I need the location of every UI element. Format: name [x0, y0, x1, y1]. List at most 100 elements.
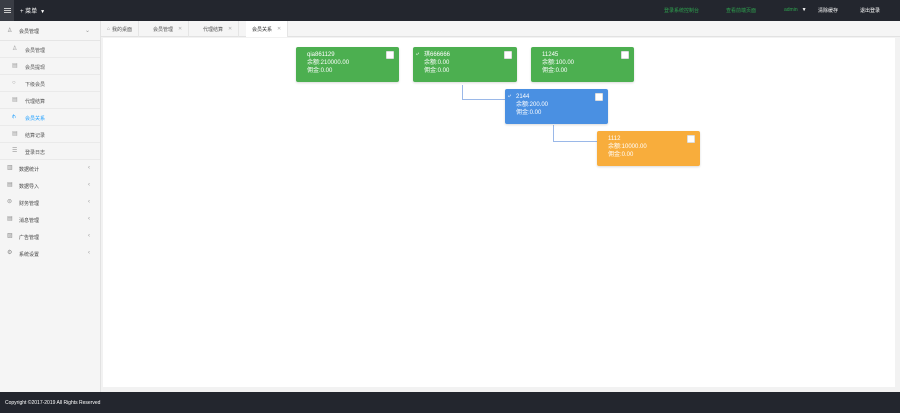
- sidebar-section-label: 数据导入: [19, 184, 40, 190]
- node-commission: 佣金:0.00: [608, 152, 634, 158]
- sidebar-item-label: 结算记录: [25, 133, 46, 139]
- tree-node[interactable]: ⤶ 琪666666 余额:0.00 佣金:0.00: [413, 47, 517, 82]
- tree-icon: ⫛: [12, 114, 16, 120]
- tab-label: 会员关系: [252, 26, 273, 33]
- tree-node[interactable]: qia861129 余额:210000.00 佣金:0.00: [296, 47, 399, 82]
- chevron-left-icon: ‹: [88, 182, 90, 188]
- money-icon: ⊜: [7, 199, 13, 205]
- node-checkbox[interactable]: [595, 93, 603, 101]
- chevron-left-icon: ‹: [88, 199, 90, 205]
- tree-node[interactable]: ⤶ 2144 余额:200.00 佣金:0.00: [505, 89, 608, 124]
- brand-menu[interactable]: + 菜单▼: [20, 6, 45, 15]
- doc-icon: ▤: [12, 63, 18, 69]
- tab-member-relations[interactable]: 会员关系 ✕: [246, 21, 289, 37]
- sidebar-section-label: 消息管理: [19, 218, 40, 224]
- doc-icon: ▤: [12, 131, 18, 137]
- user-name: admin: [784, 7, 798, 13]
- tab-label: 我的桌面: [112, 26, 133, 33]
- user-menu[interactable]: admin▼: [784, 7, 807, 13]
- close-icon[interactable]: ✕: [178, 26, 183, 32]
- user-icon: ♙: [12, 46, 18, 52]
- caret-down-icon: ▼: [40, 9, 46, 15]
- menu-toggle-icon[interactable]: [0, 0, 14, 21]
- tab-member-manage[interactable]: 会员管理 ✕: [147, 21, 190, 37]
- admin-console-link[interactable]: 登录系统控制台: [664, 8, 700, 14]
- node-balance: 余额:200.00: [516, 102, 549, 108]
- node-name: qia861129: [307, 52, 335, 58]
- tree-connector: [462, 85, 506, 100]
- node-checkbox[interactable]: [621, 51, 629, 59]
- sidebar-item-member-relations[interactable]: ⫛ 会员关系: [0, 109, 100, 126]
- collapse-icon[interactable]: ⤶: [416, 51, 419, 57]
- node-balance: 余额:10000.00: [608, 144, 647, 150]
- sidebar-section-label: 广告管理: [19, 235, 40, 241]
- sidebar-group-label: 会员管理: [19, 29, 40, 35]
- circle-icon: ○: [12, 80, 16, 86]
- sidebar-item-label: 会员管理: [25, 48, 46, 54]
- node-checkbox[interactable]: [504, 51, 512, 59]
- node-balance: 余额:0.00: [424, 60, 450, 66]
- sidebar-item-member-manage[interactable]: ♙ 会员管理: [0, 41, 100, 58]
- chevron-down-icon: ⌄: [84, 28, 90, 34]
- tab-label: 代理结算: [203, 26, 224, 33]
- tab-agent-settlement[interactable]: 代理结算 ✕: [197, 21, 240, 37]
- node-balance: 余额:100.00: [542, 60, 575, 66]
- sidebar-item-agent-settlement[interactable]: ▤ 代理结算: [0, 92, 100, 109]
- sidebar-item-login-log[interactable]: ☰ 登录日志: [0, 143, 100, 160]
- close-icon[interactable]: ✕: [277, 26, 282, 32]
- sidebar-item-settlement-records[interactable]: ▤ 结算记录: [0, 126, 100, 143]
- tree-node[interactable]: 11245 余额:100.00 佣金:0.00: [531, 47, 634, 82]
- sidebar-section-ads[interactable]: ▨ 广告管理 ‹: [0, 228, 100, 245]
- node-name: 2144: [516, 94, 530, 100]
- brand-label: + 菜单: [20, 9, 38, 15]
- chart-icon: ▥: [7, 165, 13, 171]
- sidebar-section-import[interactable]: ▤ 数据导入 ‹: [0, 177, 100, 194]
- list-icon: ☰: [12, 148, 18, 154]
- node-commission: 佣金:0.00: [307, 68, 333, 74]
- copyright-text: Copyright ©2017-2019 All Rights Reserved: [5, 400, 101, 406]
- top-header: + 菜单▼ 登录系统控制台 查看前端页面 admin▼ 清除缓存 退出登录: [0, 0, 900, 21]
- frontend-link[interactable]: 查看前端页面: [726, 8, 757, 14]
- node-commission: 佣金:0.00: [424, 68, 450, 74]
- sidebar-section-messages[interactable]: ▤ 消息管理 ‹: [0, 211, 100, 228]
- user-icon: ♙: [7, 28, 13, 34]
- sidebar-item-subordinates[interactable]: ○ 下级会员: [0, 75, 100, 92]
- tree-node[interactable]: 1112 余额:10000.00 佣金:0.00: [597, 131, 700, 166]
- image-icon: ▨: [7, 233, 13, 239]
- home-icon: ⌂: [107, 26, 111, 32]
- chevron-left-icon: ‹: [88, 165, 90, 171]
- sidebar-section-label: 数据统计: [19, 167, 40, 173]
- sidebar-section-label: 系统设置: [19, 252, 40, 258]
- sidebar-item-withdraw[interactable]: ▤ 会员提现: [0, 58, 100, 75]
- sidebar-section-label: 财务管理: [19, 201, 40, 207]
- sidebar-item-label: 会员关系: [25, 116, 46, 122]
- doc-icon: ▤: [7, 182, 13, 188]
- node-name: 11245: [542, 52, 559, 58]
- sidebar-section-settings[interactable]: ⚙ 系统设置 ‹: [0, 245, 100, 262]
- collapse-icon[interactable]: ⤶: [508, 93, 511, 99]
- caret-down-icon: ▼: [801, 7, 807, 13]
- node-balance: 余额:210000.00: [307, 60, 350, 66]
- relation-tree-panel: qia861129 余额:210000.00 佣金:0.00 ⤶ 琪666666…: [103, 38, 895, 387]
- tab-home[interactable]: ⌂ 我的桌面: [101, 21, 140, 37]
- sidebar-section-finance[interactable]: ⊜ 财务管理 ‹: [0, 194, 100, 211]
- clear-cache-button[interactable]: 清除缓存: [818, 8, 839, 14]
- sidebar-section-stats[interactable]: ▥ 数据统计 ‹: [0, 160, 100, 177]
- chevron-left-icon: ‹: [88, 216, 90, 222]
- logout-button[interactable]: 退出登录: [860, 8, 881, 14]
- close-icon[interactable]: ✕: [228, 26, 233, 32]
- sidebar-group-members[interactable]: ♙ 会员管理 ⌄: [0, 21, 100, 41]
- chevron-left-icon: ‹: [88, 233, 90, 239]
- node-name: 琪666666: [424, 52, 451, 58]
- doc-icon: ▤: [12, 97, 18, 103]
- tree-connector: [553, 125, 598, 142]
- gear-icon: ⚙: [7, 250, 13, 256]
- node-commission: 佣金:0.00: [516, 110, 542, 116]
- footer: Copyright ©2017-2019 All Rights Reserved: [0, 392, 900, 413]
- node-checkbox[interactable]: [386, 51, 394, 59]
- node-checkbox[interactable]: [687, 135, 695, 143]
- node-name: 1112: [608, 136, 621, 142]
- tab-label: 会员管理: [153, 26, 174, 33]
- sidebar: ♙ 会员管理 ⌄ ♙ 会员管理 ▤ 会员提现 ○ 下级会员 ▤ 代理结算 ⫛ 会…: [0, 21, 101, 392]
- doc-icon: ▤: [7, 216, 13, 222]
